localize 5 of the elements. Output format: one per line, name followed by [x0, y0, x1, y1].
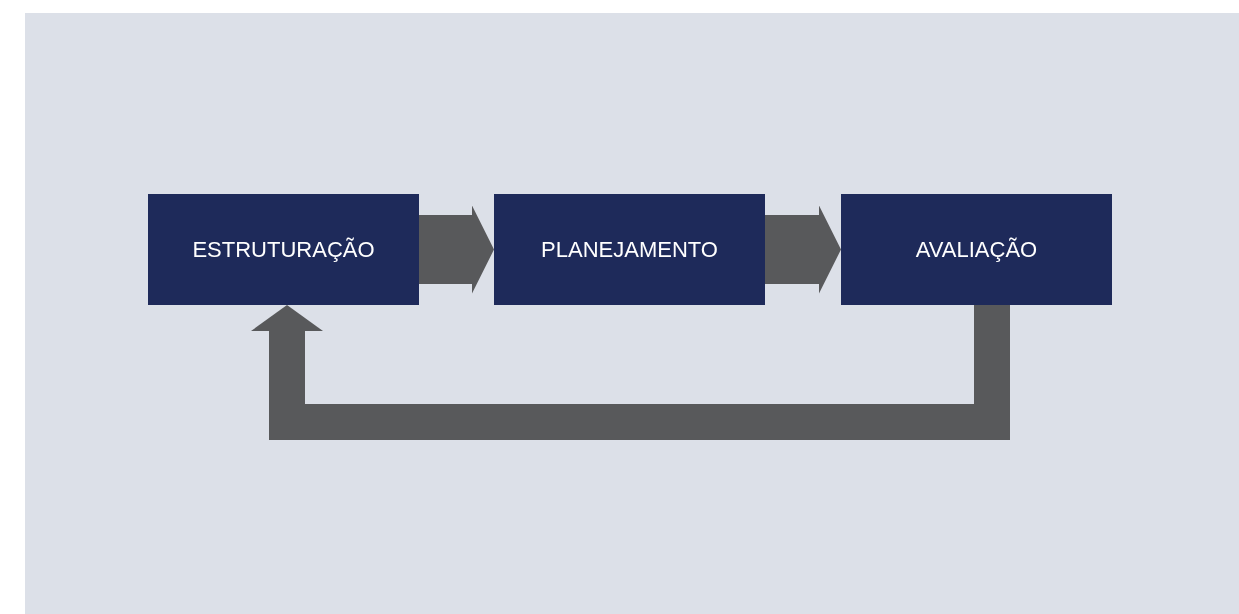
process-box: ESTRUTURAÇÃO: [148, 194, 419, 305]
process-box: PLANEJAMENTO: [494, 194, 765, 305]
arrow: [765, 205, 841, 294]
process-box: AVALIAÇÃO: [841, 194, 1112, 305]
arrow: [419, 205, 494, 294]
